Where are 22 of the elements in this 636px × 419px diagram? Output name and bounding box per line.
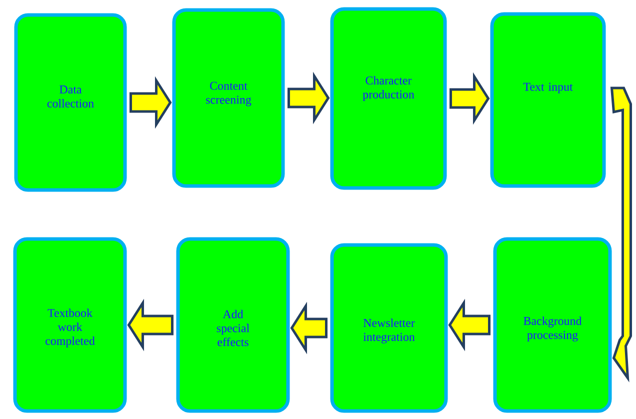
box-label: Character production — [362, 76, 414, 101]
box-label: Add special effects — [216, 310, 250, 346]
block-arrow — [127, 298, 174, 352]
box-label: Textbook work completed — [46, 308, 95, 348]
process-box — [493, 237, 612, 413]
process-box — [490, 12, 606, 188]
process-box — [330, 243, 448, 413]
process-box — [14, 13, 127, 192]
box-label: Data collection — [47, 86, 94, 108]
box-label: Content screening — [206, 82, 252, 106]
process-box — [13, 237, 127, 413]
block-arrow — [288, 72, 330, 124]
block-arrow — [448, 298, 490, 352]
block-arrow — [450, 72, 490, 125]
process-box — [176, 237, 290, 413]
box-label: Background processing — [524, 316, 582, 342]
process-box — [330, 7, 447, 190]
box-label: Newsletter integration — [363, 318, 415, 344]
box-label: Text input — [523, 82, 573, 94]
process-box — [172, 8, 285, 188]
block-arrow — [130, 76, 172, 129]
block-arrow — [290, 302, 328, 354]
